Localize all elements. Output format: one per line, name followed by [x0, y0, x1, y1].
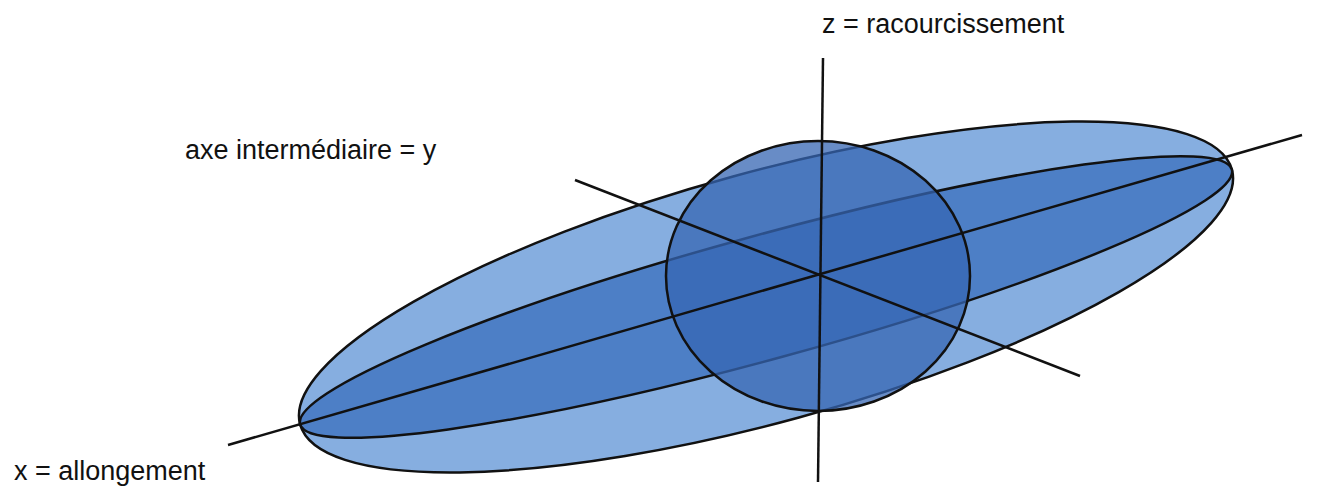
xy-section: [284, 110, 1248, 485]
z-axis: [818, 58, 823, 482]
outer-ellipse: [267, 49, 1265, 500]
ellipsoid-body: [267, 49, 1265, 500]
x-axis: [228, 135, 1302, 445]
y-axis-label: axe intermédiaire = y: [185, 136, 436, 166]
y-axis: [575, 180, 1080, 376]
z-axis-label: z = racourcissement: [822, 10, 1064, 40]
x-axis-label: x = allongement: [14, 457, 205, 487]
